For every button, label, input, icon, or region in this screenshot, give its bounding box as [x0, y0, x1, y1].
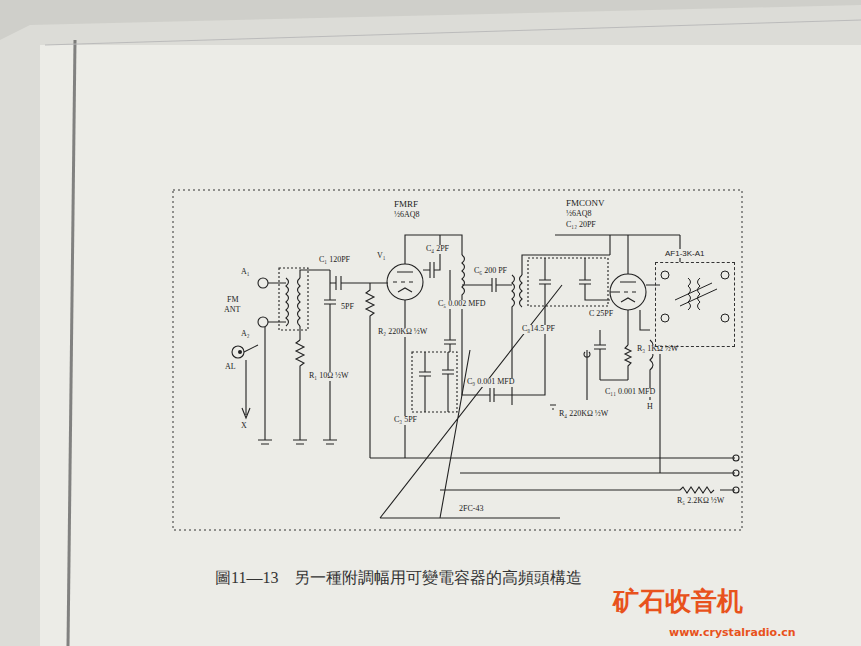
part-label: C 25PF	[588, 310, 614, 319]
part-label: AL	[224, 363, 237, 372]
part-label: R₂ 220KΩ ½W	[377, 328, 428, 337]
part-label: FM	[226, 296, 240, 305]
part-label: C₉ 0.001 MFD	[466, 378, 515, 387]
part-label: C₃ 5PF	[393, 416, 418, 425]
part-label: C₁₁ 0.001 MFD	[604, 388, 656, 397]
part-label: H	[646, 403, 654, 412]
part-label: A₁	[240, 268, 251, 277]
part-label: C₁ 120PF	[318, 256, 351, 265]
part-label: C₅ 0.002 MFD	[437, 300, 486, 309]
part-label: X	[240, 422, 248, 431]
part-label: R₄ 220KΩ ½W	[558, 410, 609, 419]
figure-caption: 圖11—13 另一種附調幅用可變電容器的高頻頭構造	[215, 568, 582, 589]
part-label: 2FC-43	[458, 505, 484, 514]
part-label: 5PF	[340, 303, 355, 312]
part-label: C₄ 2PF	[425, 245, 450, 254]
watermark: www.crystalradio.cn	[668, 627, 797, 639]
part-label: C₁₂ 20PF	[565, 221, 597, 230]
if-transformer-box: AF1-3K-A1	[655, 262, 735, 347]
part-label: V₁	[376, 252, 387, 261]
part-label: A₂	[240, 330, 251, 339]
part-label: FMRF	[393, 200, 419, 210]
watermark: 矿石收音机	[612, 587, 744, 616]
part-label: C₈14.5 PF	[521, 325, 556, 334]
part-label: ANT	[223, 306, 241, 315]
box-heading: AF1-3K-A1	[664, 249, 706, 258]
part-label: R₅ 2.2KΩ ½W	[676, 497, 725, 506]
part-label: C₆ 200 PF	[473, 267, 508, 276]
part-label: R₁ 10Ω ½W	[308, 372, 350, 381]
part-label: FMCONV	[565, 199, 606, 209]
part-label: ½6AQ8	[393, 211, 421, 220]
part-label: ½6AQ8	[565, 210, 593, 219]
